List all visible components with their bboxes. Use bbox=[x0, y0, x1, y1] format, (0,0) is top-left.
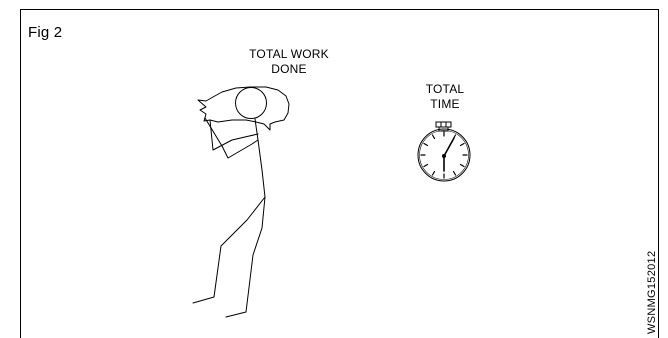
load-sack bbox=[198, 87, 289, 130]
figure-code: WSNMG152012 bbox=[646, 251, 659, 334]
leg-right bbox=[226, 197, 265, 317]
head bbox=[236, 88, 267, 119]
arm-left bbox=[210, 120, 258, 150]
stopwatch-crown bbox=[436, 122, 451, 127]
stopwatch-hand-minute bbox=[444, 138, 454, 156]
stopwatch-icon bbox=[418, 122, 470, 181]
torso bbox=[255, 119, 265, 197]
arm-right bbox=[205, 118, 258, 158]
person-carrying-load-icon bbox=[193, 87, 289, 317]
